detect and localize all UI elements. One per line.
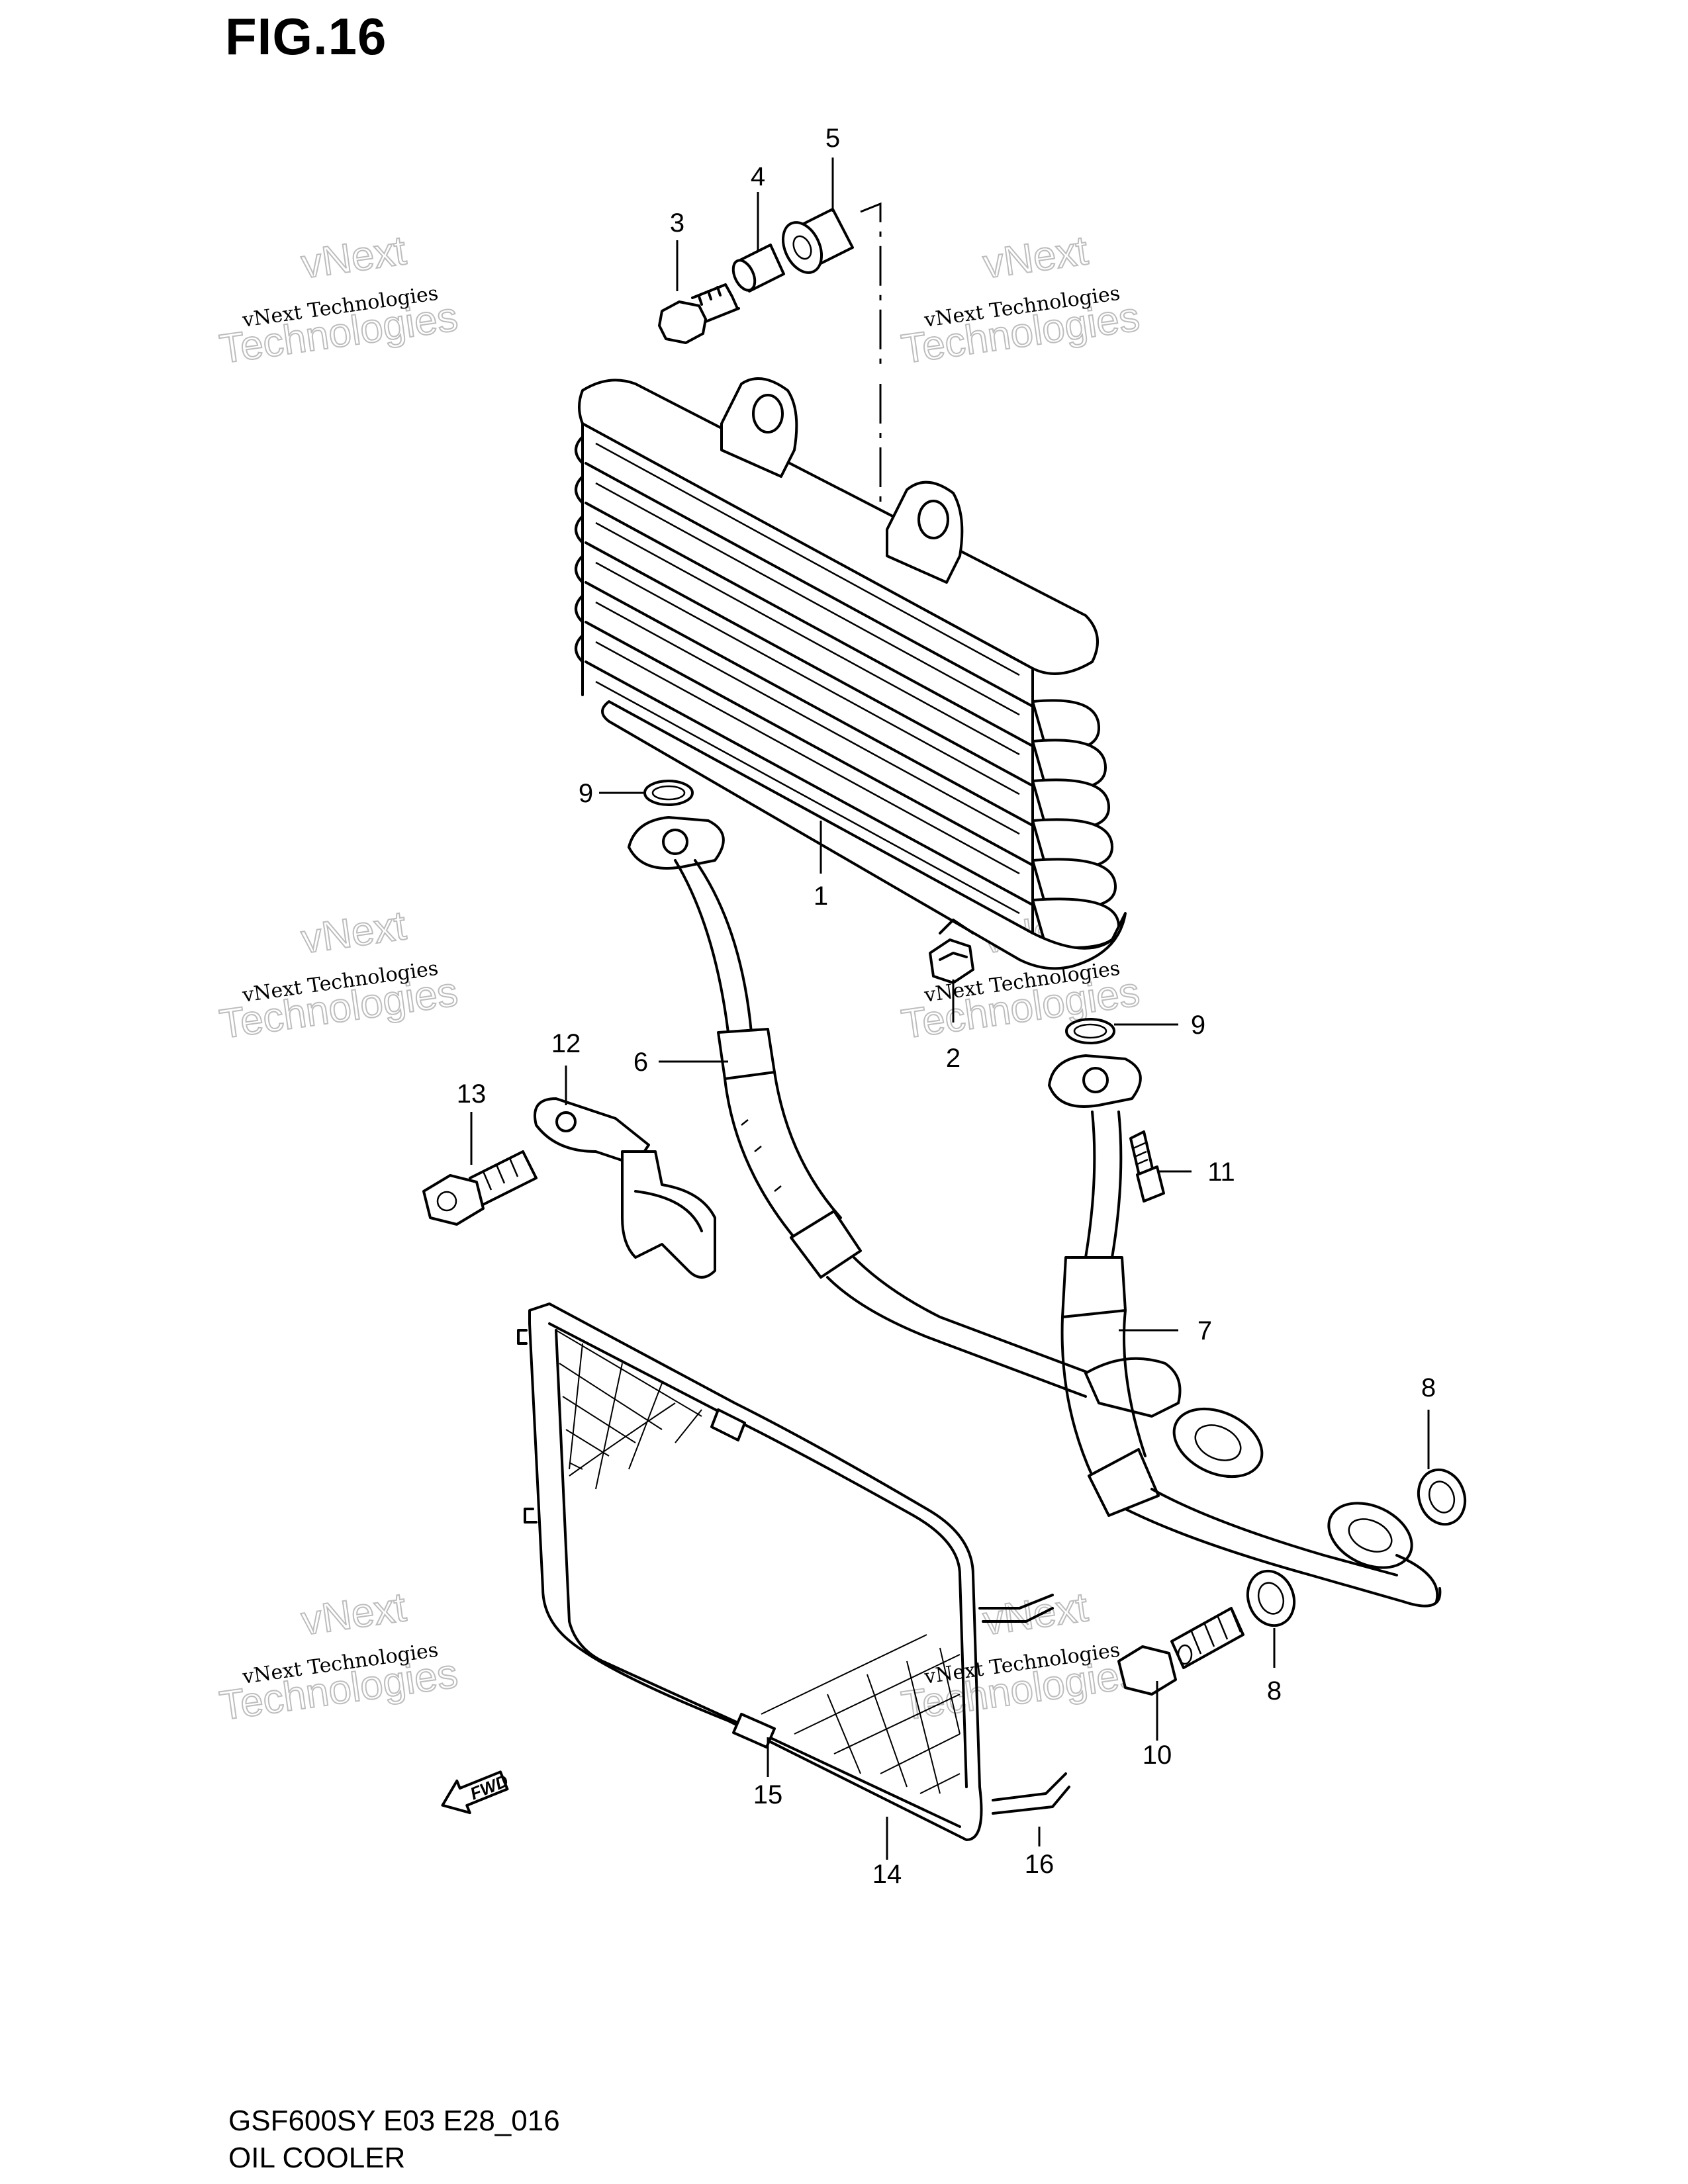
figure-title: FIG.16 [225,7,387,66]
part-oil-hose-6 [628,816,1264,1479]
part-oring-9-right [1065,1018,1115,1044]
part-clip-16 [978,1594,1070,1815]
callout-14: 14 [872,1860,902,1889]
callout-3: 3 [670,208,684,238]
part-oring-9-top [643,780,694,806]
mount-line-5 [860,202,882,516]
part-grommet-5 [781,208,854,274]
callout-13: 13 [457,1079,487,1109]
callout-8-top: 8 [1421,1373,1436,1402]
callout-leaders [470,158,1430,1860]
callout-9-right: 9 [1191,1011,1205,1040]
watermark-5: vNext Technologies vNext Technologies [216,1584,461,1730]
part-bolt-11 [1129,1130,1165,1203]
watermark-big-3a: vNext [299,903,409,962]
callout-5: 5 [825,124,840,153]
part-collar-4 [731,244,785,293]
part-bolt-3 [658,283,740,344]
watermark-2: vNext Technologies vNext Technologies [898,227,1143,373]
callout-2: 2 [946,1044,961,1073]
callout-15: 15 [753,1780,783,1809]
callout-16: 16 [1025,1850,1055,1879]
fwd-arrow-icon: FWD [441,1770,511,1815]
part-clip-2 [929,938,974,984]
part-guard-14 [517,1302,983,1841]
watermark-6: vNext Technologies vNext Technologies [898,1584,1143,1730]
callout-numbers: 3 4 5 1 2 9 9 6 7 8 8 11 10 12 13 14 15 … [457,124,1436,1889]
part-washer-8-top [1417,1468,1467,1526]
callout-4: 4 [751,162,765,191]
callout-6: 6 [633,1048,648,1077]
watermark-big-1a: vNext [299,228,409,287]
part-union-bolt-10 [1117,1607,1244,1696]
callout-1: 1 [814,882,828,911]
callout-11: 11 [1207,1158,1235,1187]
watermark-3: vNext Technologies vNext Technologies [216,902,461,1048]
callout-9-top: 9 [579,779,593,808]
watermark-big-5a: vNext [299,1584,409,1644]
part-bracket-12 [534,1097,716,1279]
footer-assembly-name: OIL COOLER [228,2142,406,2174]
part-oil-cooler-1 [575,377,1127,970]
part-bolt-13 [422,1150,538,1226]
part-washer-8-lower [1246,1569,1296,1627]
callout-10: 10 [1143,1741,1172,1770]
watermark-big-6a: vNext [980,1584,1091,1644]
part-oil-hose-7 [1048,1054,1442,1608]
watermark-big-2a: vNext [980,228,1091,287]
callout-7: 7 [1197,1316,1212,1345]
callout-12: 12 [551,1029,581,1058]
callout-8-lower: 8 [1267,1676,1282,1706]
footer-model-code: GSF600SY E03 E28_016 [228,2105,560,2137]
watermark-1: vNext Technologies vNext Technologies [216,227,461,373]
